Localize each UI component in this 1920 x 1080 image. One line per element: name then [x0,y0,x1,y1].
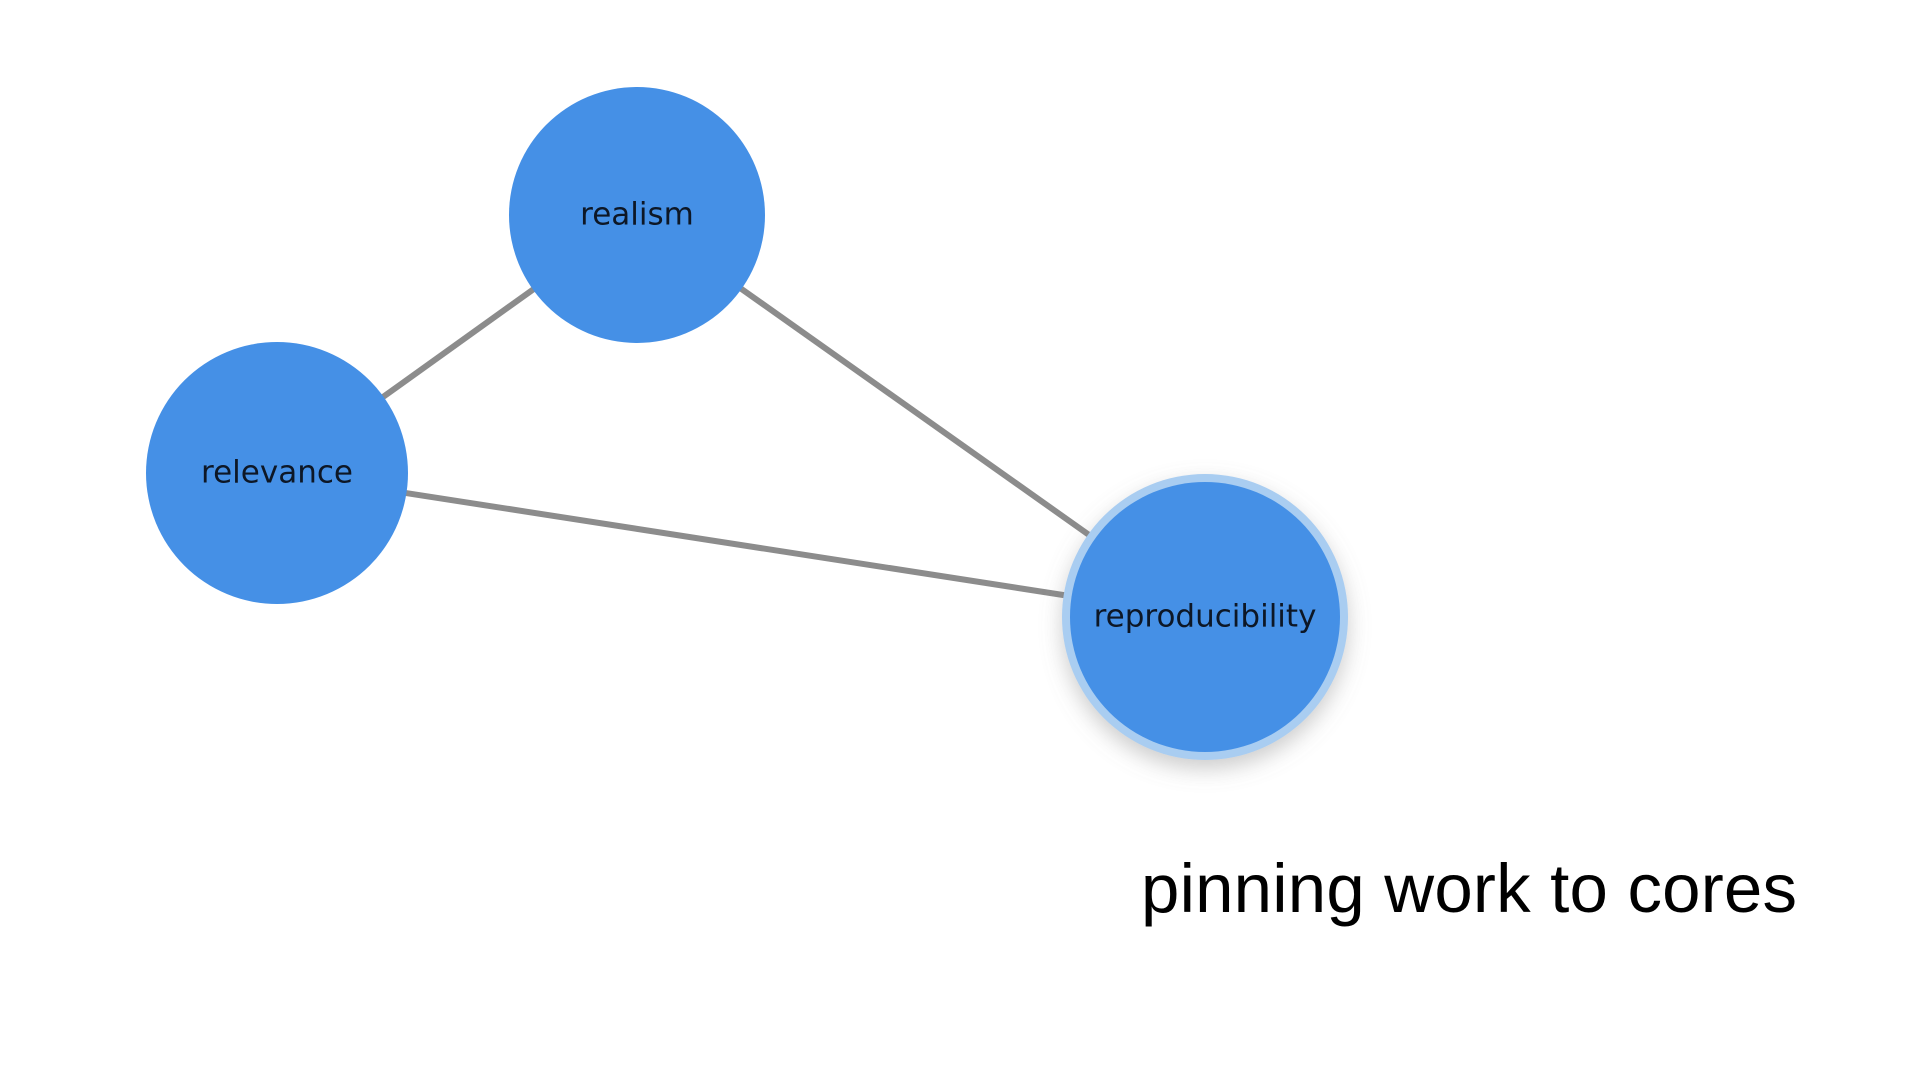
node-label: realism [580,197,694,233]
edges-layer [380,285,1099,600]
node-label: relevance [201,455,353,491]
node-label: reproducibility [1094,599,1317,635]
graph-node-relevance[interactable]: relevance [146,342,408,604]
nodes-layer: realism relevance reproducibility [146,87,1348,760]
node-circle[interactable] [1070,482,1340,752]
graph-edge[interactable] [404,489,1075,600]
caption-text: pinning work to cores [1141,850,1798,927]
graph-edge[interactable] [380,285,537,401]
node-circle[interactable] [509,87,765,343]
graph-node-reproducibility[interactable]: reproducibility [1062,474,1348,760]
graph-node-realism[interactable]: realism [509,87,765,343]
graph-edge[interactable] [738,285,1099,543]
node-circle[interactable] [146,342,408,604]
